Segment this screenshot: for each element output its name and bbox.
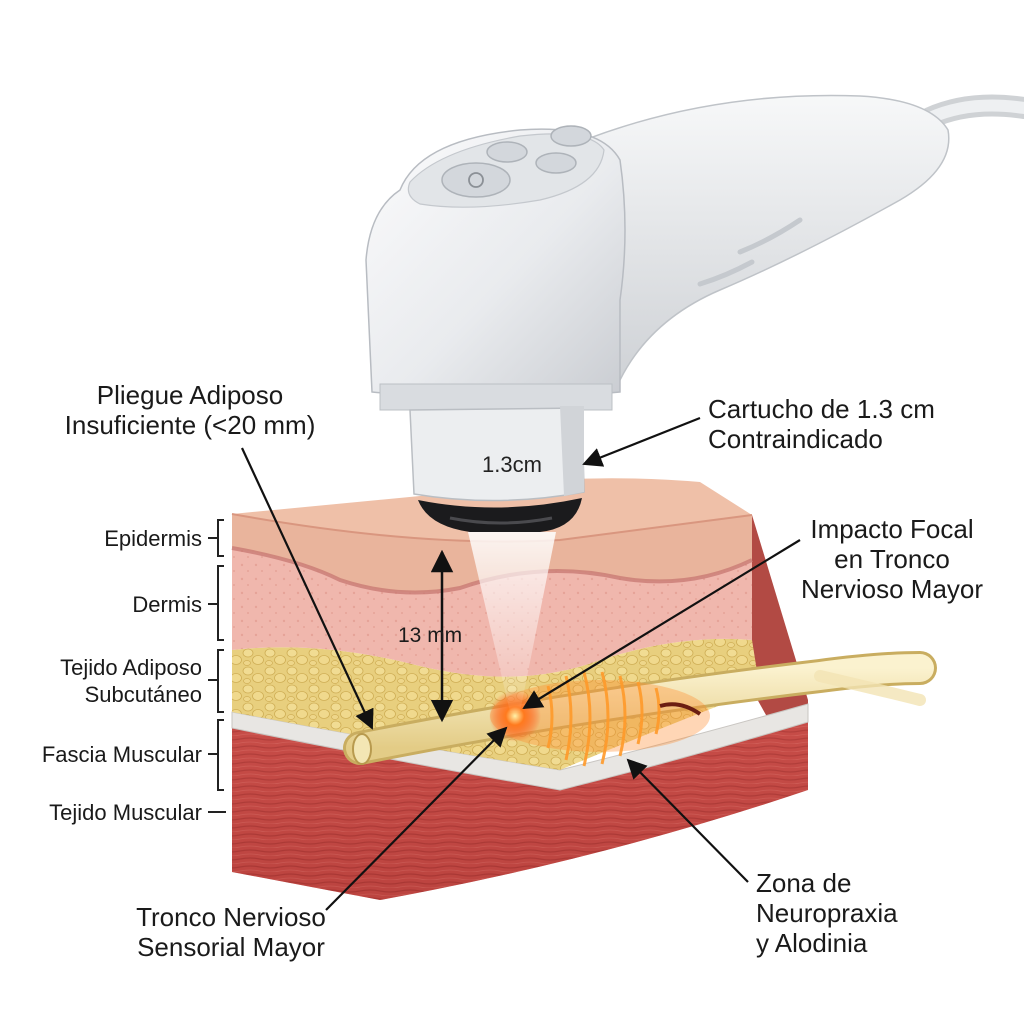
callout-impact: Impacto Focal en Tronco Nervioso Mayor bbox=[800, 514, 984, 604]
layer-brackets bbox=[208, 519, 226, 813]
decrease-button-2[interactable] bbox=[535, 152, 577, 174]
transducer-tip bbox=[418, 498, 582, 532]
arrow-fold bbox=[241, 447, 374, 730]
bracket-dermis bbox=[208, 565, 224, 641]
bracket-epidermis bbox=[208, 519, 224, 557]
arrow-cartridge bbox=[582, 416, 701, 467]
ultrasound-beam bbox=[468, 532, 556, 712]
neuropraxia-zone bbox=[490, 671, 710, 767]
label-dermis: Dermis bbox=[132, 592, 202, 617]
handpiece-neck bbox=[379, 383, 613, 411]
bracket-fascia bbox=[208, 719, 224, 791]
callout-nerve: Tronco Nervioso Sensorial Mayor bbox=[136, 902, 326, 962]
hifu-handpiece bbox=[365, 94, 1024, 532]
label-epidermis: Epidermis bbox=[104, 526, 202, 551]
label-adipose: Tejido Adiposo Subcutáneo bbox=[60, 655, 202, 707]
increase-button[interactable] bbox=[550, 125, 592, 147]
label-fascia: Fascia Muscular bbox=[41, 742, 202, 767]
depth-label: 13 mm bbox=[398, 624, 463, 647]
callout-arrows bbox=[241, 416, 801, 911]
decrease-button-1[interactable] bbox=[486, 141, 528, 163]
label-muscle: Tejido Muscular bbox=[49, 800, 202, 825]
handpiece-grip bbox=[519, 94, 950, 381]
sensory-nerve-trunk bbox=[343, 651, 937, 765]
cartridge-marking: 1.3cm bbox=[482, 452, 542, 477]
arrow-nerve bbox=[325, 726, 508, 911]
callout-fold: Pliegue Adiposo Insuficiente (<20 mm) bbox=[64, 380, 316, 440]
arrow-impact bbox=[522, 539, 801, 710]
power-button[interactable] bbox=[441, 162, 511, 198]
arrow-neuropraxia bbox=[626, 758, 749, 883]
callout-neuropraxia: Zona de Neuropraxia y Alodinia bbox=[756, 868, 898, 958]
callout-cartridge: Cartucho de 1.3 cm Contraindicado bbox=[708, 394, 935, 454]
bracket-adipose bbox=[208, 649, 224, 713]
